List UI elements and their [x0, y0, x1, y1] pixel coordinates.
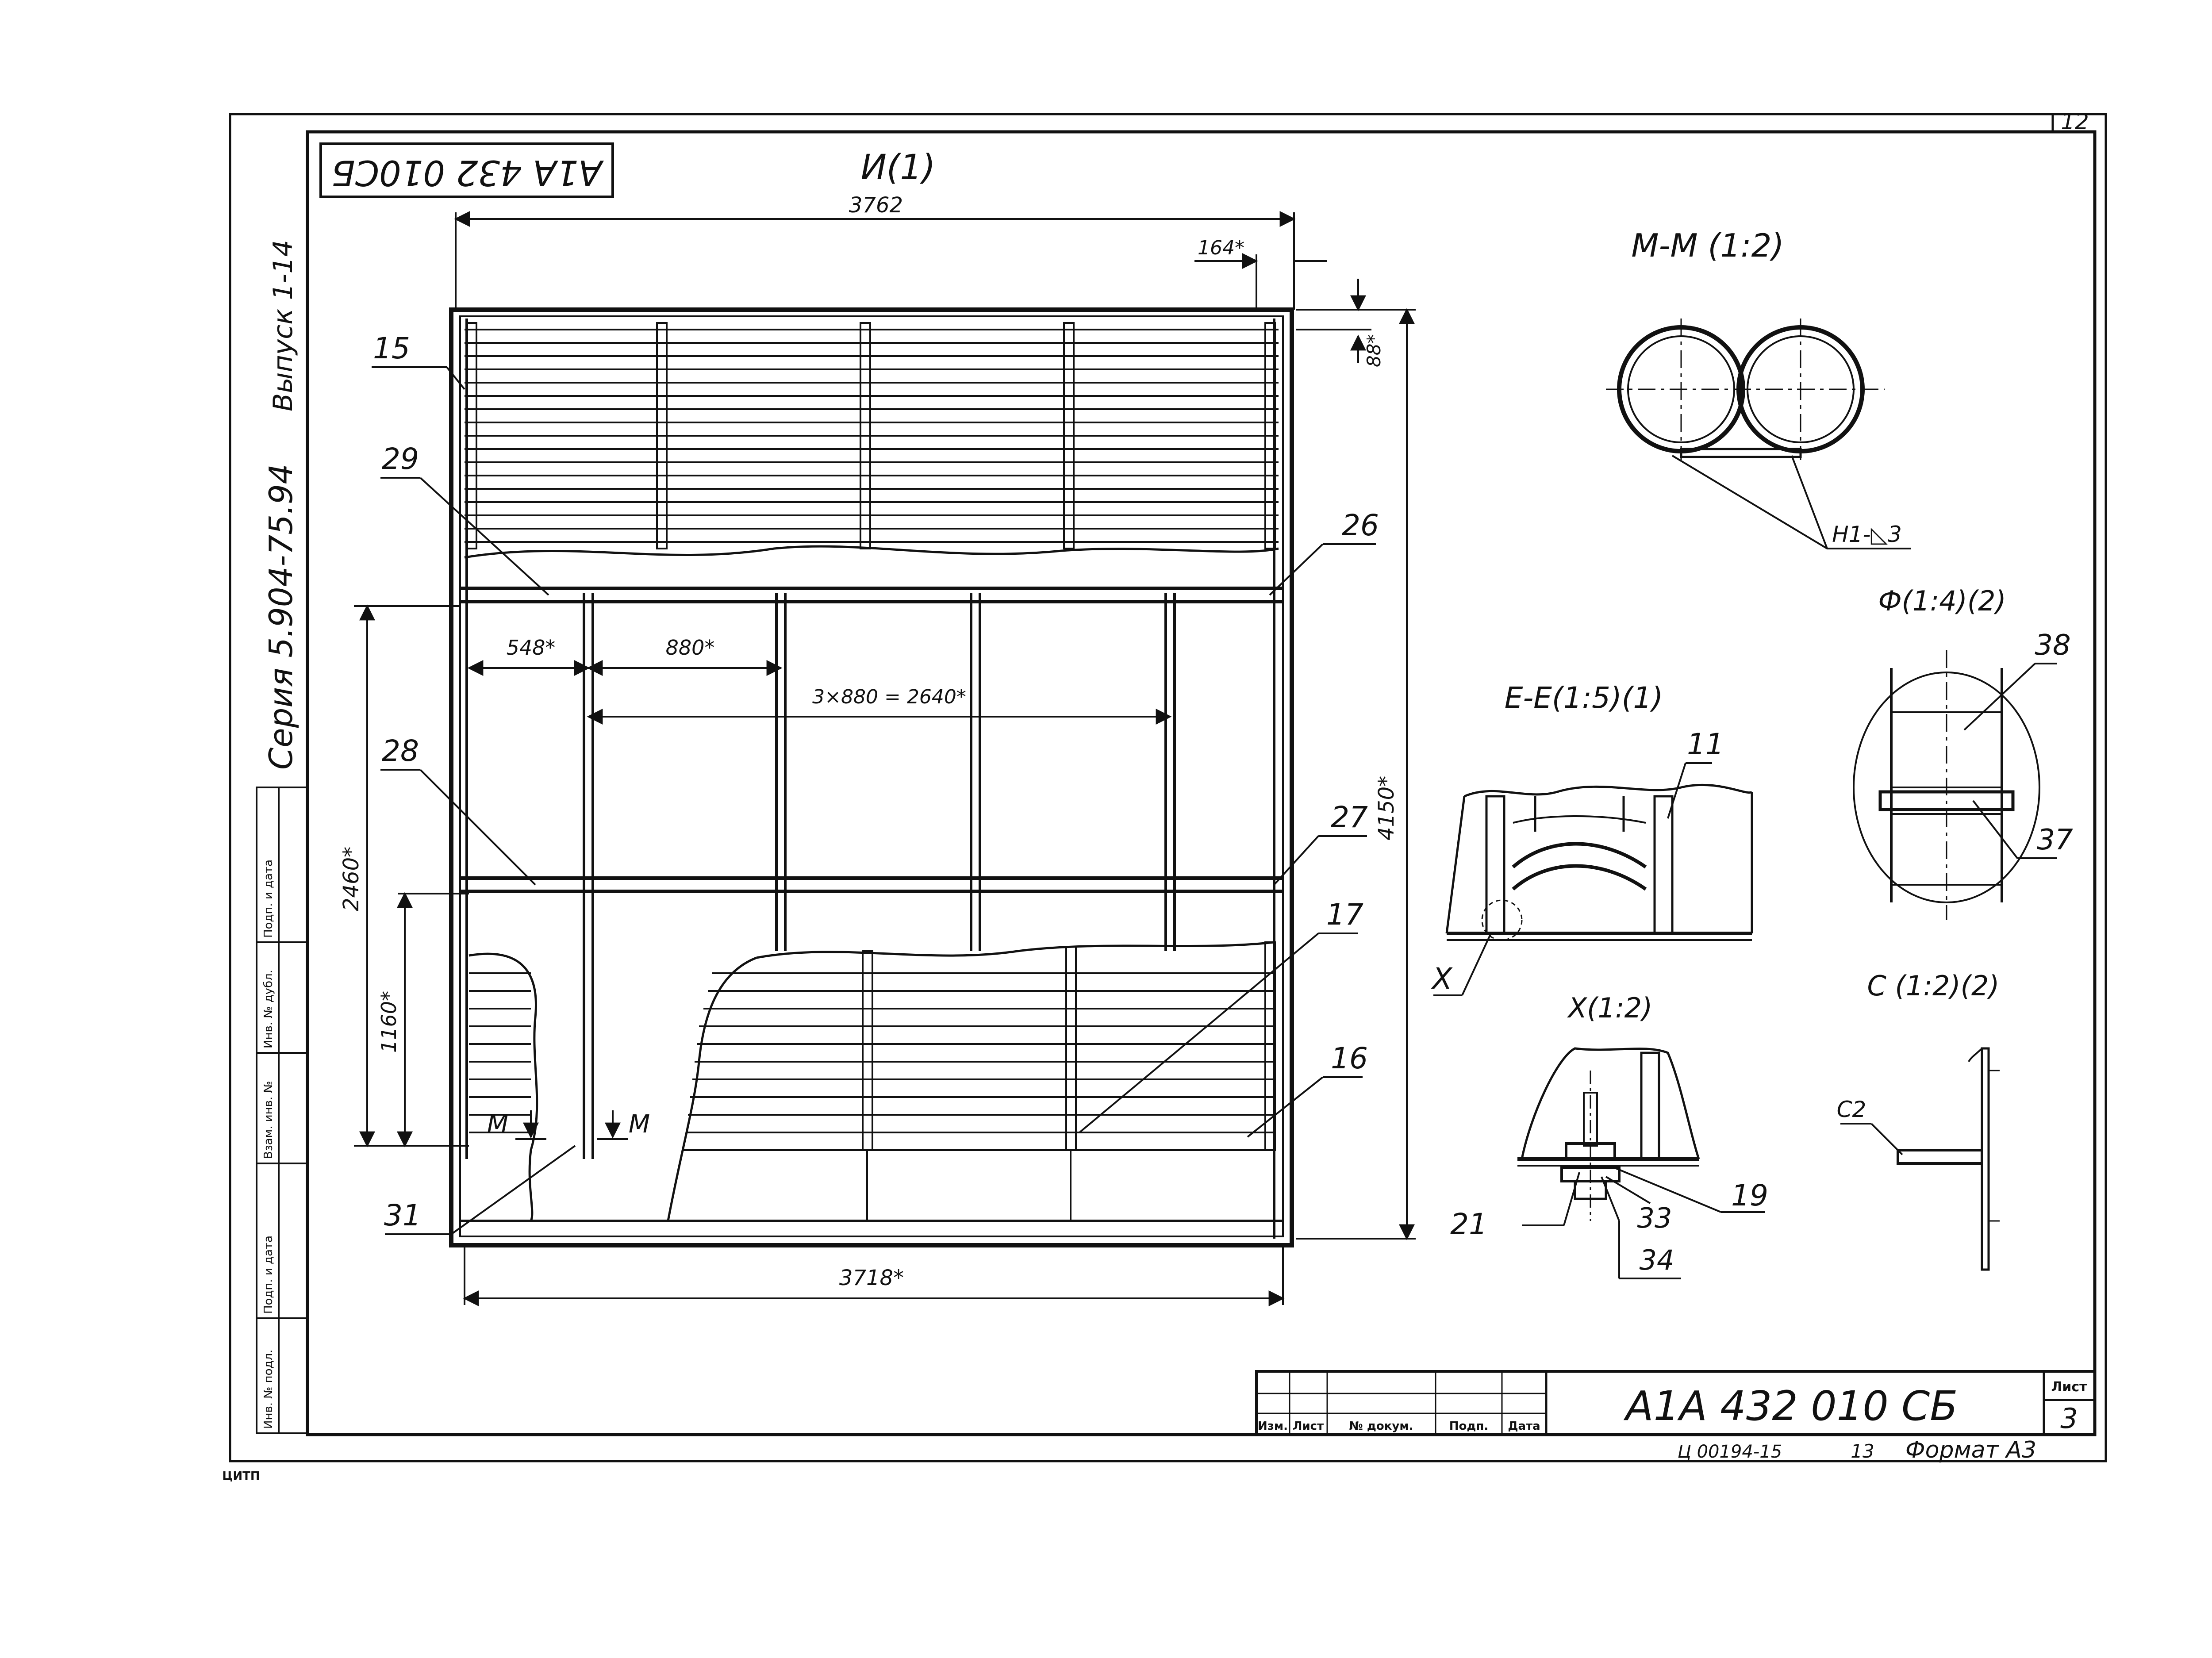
callout-34: 34 [1640, 1244, 1674, 1276]
section-mark-left: М [487, 1110, 508, 1139]
main-view: И(1) [339, 148, 1416, 1306]
header-sign: Подп. [1449, 1420, 1488, 1433]
header-list: Лист [1293, 1420, 1324, 1433]
stamp-code-rotated: А1А 432 010СБ [331, 153, 604, 192]
footer-format: Формат А3 [1905, 1437, 2036, 1463]
dim-second-span: 880* [666, 636, 715, 660]
section-markers [515, 1110, 628, 1140]
weld-symbol: Н1-◺3 [1832, 522, 1902, 547]
main-view-title: И(1) [861, 148, 936, 188]
lower-louvre [469, 941, 1276, 1222]
rotated-stamp: А1А 432 010СБ [319, 142, 614, 198]
callout-11: 11 [1687, 727, 1724, 761]
callout-28: 28 [382, 734, 419, 768]
dim-span-sum: 3×880 = 2640* [812, 686, 966, 708]
detail-c: С (1:2)(2) С2 [1837, 970, 2000, 1271]
detail-f: Ф(1:4)(2) 38 37 [1853, 585, 2073, 920]
callout-x: X [1431, 962, 1453, 996]
strip-label-1: Подп. и дата [262, 860, 275, 938]
dimension-lines [354, 211, 1416, 1306]
dim-top-height: 88* [1363, 334, 1385, 367]
callout-29: 29 [382, 442, 419, 476]
callout-38: 38 [2035, 629, 2070, 662]
issue-text: Выпуск 1-14 [268, 240, 299, 411]
callout-15: 15 [373, 331, 410, 365]
header-date: Дата [1508, 1420, 1540, 1433]
callout-c2: С2 [1837, 1097, 1866, 1122]
dim-overall-width: 3762 [849, 193, 903, 218]
detail-f-title: Ф(1:4)(2) [1878, 585, 2006, 617]
callout-leaders [372, 366, 1376, 1235]
detail-ee-title: Е-Е(1:5)(1) [1505, 681, 1663, 715]
upper-louvre [464, 322, 1279, 559]
strip-label-2: Инв. № дубл. [262, 970, 275, 1048]
dim-left-height: 2460* [339, 847, 364, 911]
outer-frame [229, 113, 2107, 1462]
corner-sheet-number: 12 [2061, 109, 2089, 134]
section-mark-right: М [629, 1110, 650, 1139]
dim-lower-height: 1160* [377, 991, 401, 1053]
beams [460, 587, 1283, 1222]
detail-mm: М-М (1:2) Н1-◺3 [1606, 227, 1911, 549]
callout-37: 37 [2037, 824, 2073, 856]
detail-x: Х(1:2) 21 33 34 19 [1450, 992, 1768, 1279]
left-strip [256, 787, 308, 1434]
callout-19: 19 [1731, 1178, 1768, 1213]
header-izm: Изм. [1258, 1420, 1288, 1433]
detail-ee: Е-Е(1:5)(1) 11 X [1431, 681, 1753, 996]
dim-top-offset: 164* [1198, 237, 1244, 259]
footer: Ц 00194-15 13 Формат А3 ЦИТП [222, 1437, 2036, 1483]
callout-26: 26 [1342, 508, 1379, 542]
dim-overall-height: 4150* [1374, 776, 1399, 841]
callout-17: 17 [1326, 898, 1363, 932]
footer-inventory: Ц 00194-15 [1678, 1442, 1782, 1462]
callout-33: 33 [1637, 1202, 1672, 1234]
detail-x-title: Х(1:2) [1567, 992, 1653, 1024]
callout-27: 27 [1331, 800, 1368, 834]
designation: А1А 432 010 СБ [1624, 1382, 1958, 1430]
callout-31: 31 [384, 1198, 421, 1232]
strip-label-5: Инв. № подл. [262, 1350, 275, 1429]
header-doc: № докум. [1349, 1420, 1413, 1433]
footer-page: 13 [1851, 1440, 1874, 1462]
sheet-number: 3 [2060, 1402, 2078, 1435]
sheet-label: Лист [2051, 1379, 2087, 1395]
callout-21: 21 [1450, 1207, 1487, 1241]
dim-first-span: 548* [507, 636, 556, 660]
title-block: Изм. Лист № докум. Подп. Дата А1А 432 01… [1255, 1370, 2096, 1436]
detail-c-title: С (1:2)(2) [1867, 970, 2000, 1002]
strip-label-4: Подп. и дата [262, 1236, 275, 1314]
footer-logo-text: ЦИТП [222, 1470, 260, 1483]
strip-label-3: Взам. инв. № [262, 1081, 275, 1159]
detail-mm-title: М-М (1:2) [1631, 227, 1784, 264]
dim-bottom-width: 3718* [839, 1266, 904, 1290]
assembly-outline [449, 307, 1294, 1247]
series-text: Серия 5.904-75.94 [262, 464, 300, 770]
callout-16: 16 [1331, 1041, 1368, 1075]
